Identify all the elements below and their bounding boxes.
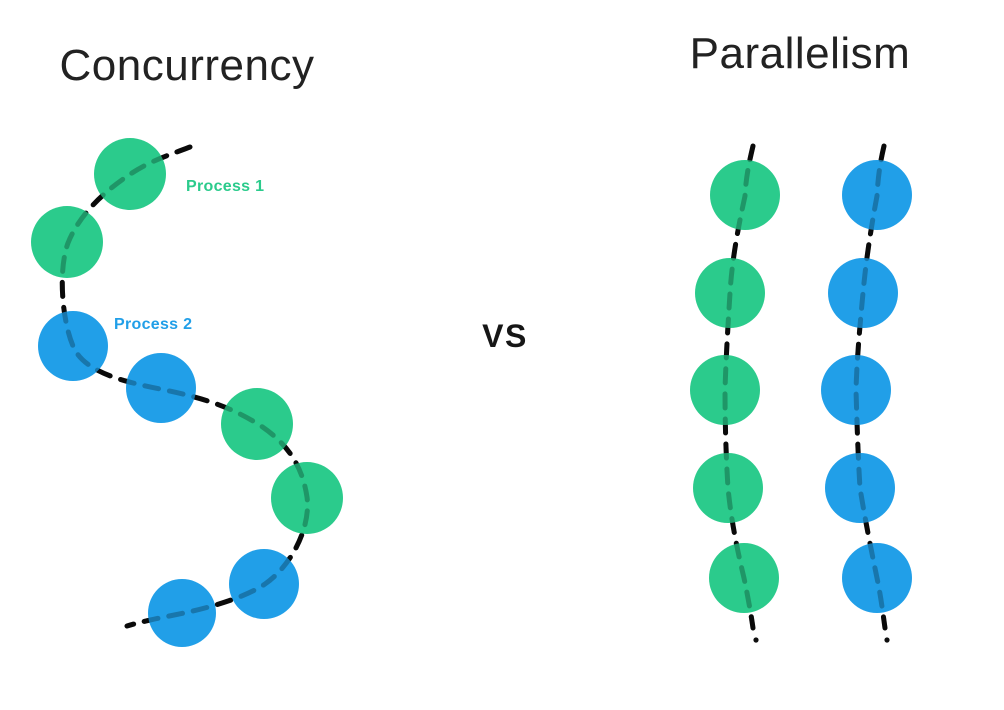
concurrency-title: Concurrency — [59, 41, 315, 90]
parallelism-lane1-dash-overlay — [722, 143, 756, 631]
parallelism-lane2-step-4-circle — [825, 453, 895, 523]
concurrency-step-2-circle — [31, 206, 103, 278]
parallelism-lane2-end-dot — [884, 637, 890, 643]
parallelism-lane2-step-2-circle — [828, 258, 898, 328]
parallelism-lane2-step-5-circle — [842, 543, 912, 613]
process-1-label: Process 1 — [186, 178, 265, 195]
process-2-label: Process 2 — [114, 316, 193, 333]
concurrency-step-6-circle — [271, 462, 343, 534]
concurrency-timeline-dash-overlay — [59, 144, 311, 629]
parallelism-lane1-step-5-circle — [709, 543, 779, 613]
parallelism-lane1-end-dot — [753, 637, 759, 643]
parallelism-lane1-step-2-circle — [695, 258, 765, 328]
parallelism-lane2-step-3-circle — [821, 355, 891, 425]
vs-label: VS — [482, 318, 528, 354]
concurrency-step-7-circle — [229, 549, 299, 619]
parallelism-title: Parallelism — [689, 29, 911, 78]
parallelism-lane1-step-4-circle — [693, 453, 763, 523]
parallelism-lane1-step-3-circle — [690, 355, 760, 425]
concurrency-step-1-circle — [94, 138, 166, 210]
parallelism-lane2-dash-overlay — [853, 143, 888, 631]
concurrency-step-3-circle — [38, 311, 108, 381]
concurrency-step-5-circle — [221, 388, 293, 460]
concurrency-step-8-circle — [148, 579, 216, 647]
concurrency-step-4-circle — [126, 353, 196, 423]
parallelism-lane1-step-1-circle — [710, 160, 780, 230]
parallelism-lane2-step-1-circle — [842, 160, 912, 230]
